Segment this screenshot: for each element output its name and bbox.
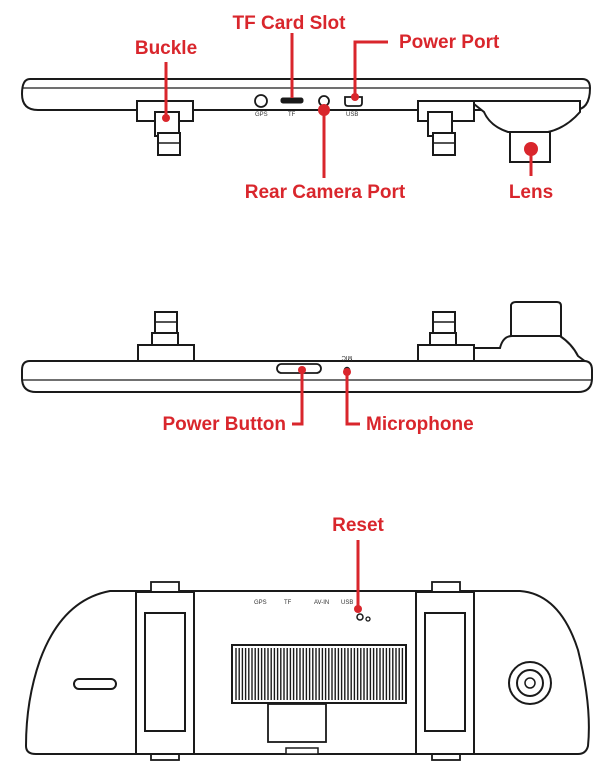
bracket-left	[135, 581, 195, 761]
bottom-edge-view	[21, 301, 593, 393]
power-port-label: Power Port	[399, 32, 500, 53]
rear-camera-port-dot	[318, 104, 330, 116]
lens-housing-bottom-view	[473, 301, 589, 363]
microphone-label: Microphone	[366, 414, 474, 435]
top-view	[20, 78, 592, 163]
buckle-right	[417, 100, 475, 156]
power-button-label: Power Button	[163, 414, 287, 435]
indicator-hole-icon	[365, 616, 371, 622]
usb-back-mark: USB	[341, 600, 353, 606]
buckle-right-bottom-view	[417, 311, 475, 363]
av-in-back-mark: AV-IN	[314, 600, 329, 606]
lens-label: Lens	[509, 182, 553, 203]
gps-back-mark: GPS	[254, 600, 267, 606]
power-button-leader	[292, 372, 304, 426]
power-port-leader	[353, 40, 388, 96]
label-plate	[267, 703, 327, 743]
lens-dot	[524, 142, 538, 156]
gps-port-icon	[254, 94, 268, 108]
microphone-dot	[343, 368, 351, 376]
gps-port-mark: GPS	[255, 112, 268, 118]
bottom-view-callouts	[292, 372, 360, 426]
back-view	[24, 581, 590, 761]
mic-port-mark: MIC	[341, 354, 353, 360]
power-port-dot	[351, 93, 359, 101]
buckle-dot	[162, 114, 170, 122]
bracket-right	[415, 581, 475, 761]
power-button-dot	[298, 366, 306, 374]
buckle-left	[136, 100, 194, 156]
reset-dot	[354, 605, 362, 613]
buckle-left-bottom-view	[137, 311, 195, 363]
reset-hole-icon	[356, 613, 364, 621]
tf-port-mark: TF	[288, 112, 296, 118]
tf-card-slot-icon	[280, 97, 304, 104]
tf-back-mark: TF	[284, 600, 292, 606]
bottom-view-body	[21, 360, 593, 393]
rear-camera-port-label: Rear Camera Port	[245, 182, 406, 203]
reset-label: Reset	[332, 515, 384, 536]
buckle-label: Buckle	[135, 38, 197, 59]
top-view-callouts	[164, 33, 533, 178]
speaker-grille	[231, 644, 407, 704]
side-button-icon	[73, 678, 117, 690]
microphone-leader	[345, 372, 360, 426]
tf-card-slot-label: TF Card Slot	[233, 13, 347, 34]
usb-port-mark: USB	[346, 112, 358, 118]
bottom-notch	[285, 747, 319, 755]
rear-lens-icon	[508, 661, 552, 705]
